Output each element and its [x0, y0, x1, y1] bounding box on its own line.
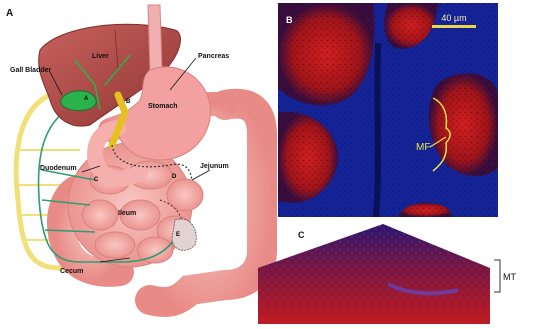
cecum-label: Cecum	[60, 268, 83, 275]
digestive-diagram-svg: A B C D E A Liver Gall Bladder Pancreas …	[0, 0, 280, 324]
marker-e: E	[176, 232, 180, 238]
marker-c: C	[94, 177, 99, 183]
mt-bracket	[494, 260, 500, 292]
gallbladder-label: Gall Bladder	[10, 67, 52, 74]
scale-bar	[432, 25, 476, 28]
marker-a: A	[84, 96, 89, 102]
esophagus-shape	[148, 5, 162, 72]
scale-bar-label: 40 µm	[441, 13, 466, 23]
panel-b-letter: B	[286, 15, 293, 25]
marker-d: D	[172, 174, 177, 180]
mt-bracket-annotation: MT	[492, 256, 534, 296]
micrograph-b-svg: B 40 µm MF	[278, 3, 498, 217]
panel-c-micrograph: C	[258, 224, 490, 324]
ileum-label: Ileum	[118, 210, 136, 217]
pancreas-label: Pancreas	[198, 53, 229, 60]
stomach-label: Stomach	[148, 103, 178, 110]
duodenum-label: Duodenum	[40, 165, 77, 172]
mf-label: MF	[416, 142, 430, 153]
jejunum-label: Jejunum	[200, 163, 229, 170]
dark-streak	[376, 43, 378, 217]
micrograph-c-svg: C	[258, 224, 490, 324]
red-tissue-regions	[278, 3, 498, 217]
mt-label: MT	[503, 272, 516, 282]
gallbladder-shape	[61, 91, 96, 111]
marker-b: B	[126, 99, 131, 105]
panel-a-letter: A	[6, 8, 13, 19]
mt-bracket-svg: MT	[492, 256, 534, 296]
panel-a-digestive-diagram: A B C D E A Liver Gall Bladder Pancreas …	[0, 0, 280, 324]
panel-c-letter: C	[298, 230, 305, 240]
liver-label: Liver	[92, 53, 109, 60]
panel-b-micrograph: B 40 µm MF	[278, 3, 498, 217]
